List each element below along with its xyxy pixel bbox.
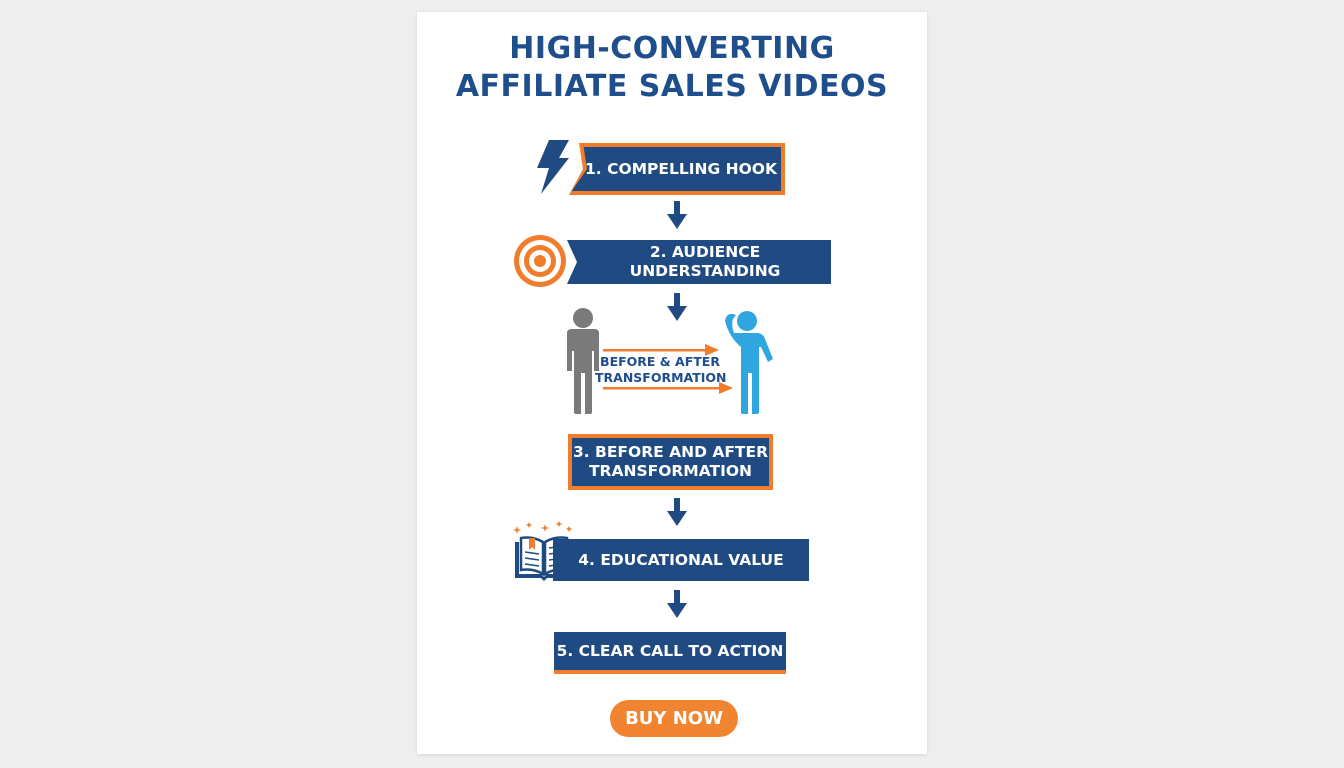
infographic-card: HIGH-CONVERTING AFFILIATE SALES VIDEOS 1…: [417, 12, 927, 754]
step-1-label: 1. COMPELLING HOOK: [585, 159, 777, 178]
target-icon: [514, 235, 566, 287]
person-gray-icon: [567, 308, 599, 414]
buy-now-button[interactable]: BUY NOW: [610, 700, 738, 737]
step-3-box: 3. BEFORE AND AFTER TRANSFORMATION: [568, 434, 773, 490]
step-5-box: 5. CLEAR CALL TO ACTION: [554, 632, 786, 674]
title-line-2: AFFILIATE SALES VIDEOS: [455, 69, 889, 104]
arrow-down-icon: [667, 498, 687, 526]
arrow-right-icon: [603, 382, 733, 394]
step-1-box: 1. COMPELLING HOOK: [569, 143, 785, 195]
step-3-label: 3. BEFORE AND AFTER TRANSFORMATION: [572, 443, 769, 480]
person-blue-icon: [725, 311, 773, 414]
step-2-label: 2. AUDIENCE UNDERSTANDING: [629, 243, 781, 280]
arrow-down-icon: [667, 201, 687, 229]
transformation-label: BEFORE & AFTER TRANSFORMATION: [595, 354, 727, 385]
arrow-down-icon: [667, 590, 687, 618]
title-line-1: HIGH-CONVERTING: [509, 31, 835, 66]
step-4-box: 4. EDUCATIONAL VALUE: [553, 539, 809, 581]
lightning-icon: [537, 140, 569, 194]
arrow-right-icon: [603, 344, 719, 356]
step-2-box: 2. AUDIENCE UNDERSTANDING: [567, 240, 831, 284]
step-4-label: 4. EDUCATIONAL VALUE: [578, 550, 784, 569]
arrow-down-icon: [667, 293, 687, 321]
step-5-label: 5. CLEAR CALL TO ACTION: [556, 641, 784, 660]
